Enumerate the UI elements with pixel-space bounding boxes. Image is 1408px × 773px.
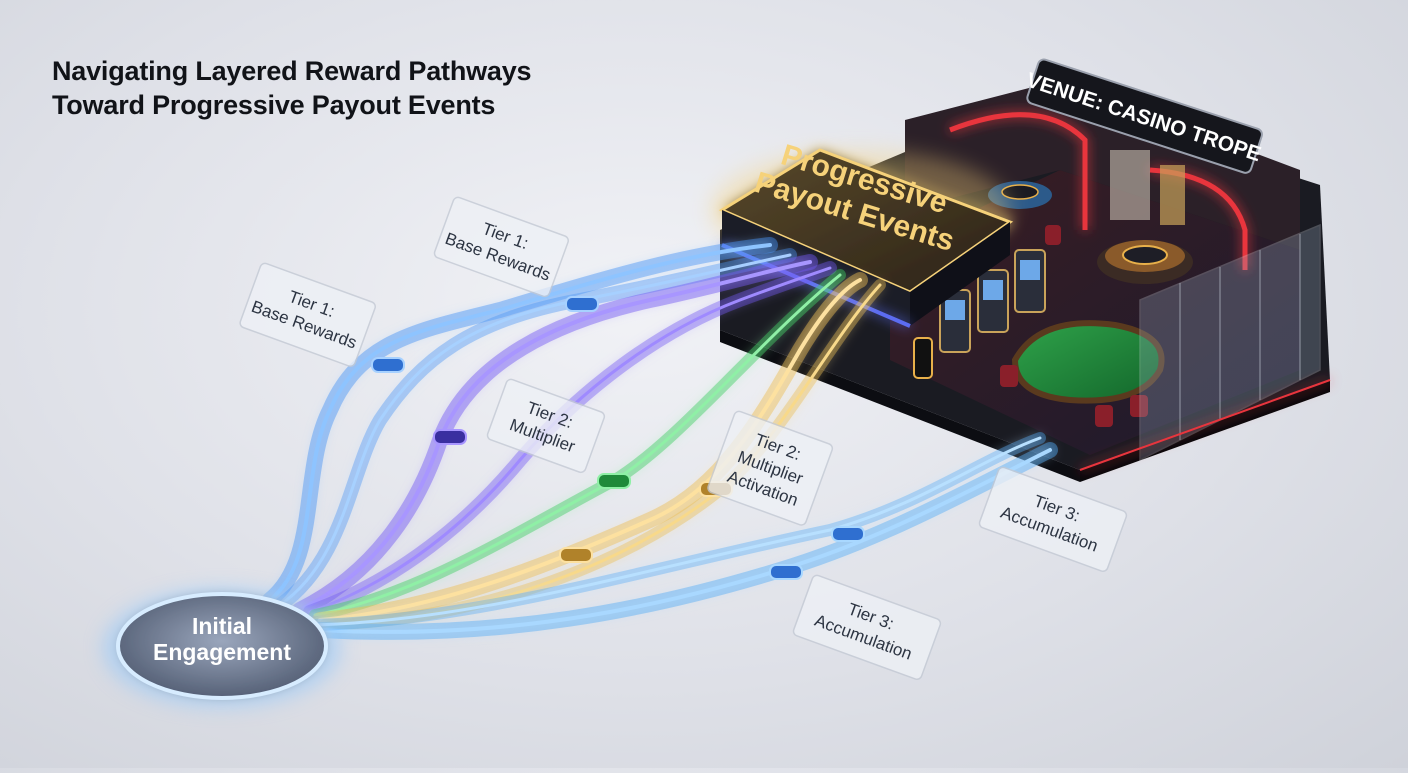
progressive-payout-platform: Progressive Payout Events (710, 139, 1014, 328)
page-title: Navigating Layered Reward Pathways Towar… (52, 54, 532, 122)
page-title-line2: Toward Progressive Payout Events (52, 90, 496, 120)
start-node-line2: Engagement (153, 639, 291, 665)
label-tier3-right: Tier 3: Accumulation (978, 466, 1128, 572)
label-tier2-right: Tier 2: Multiplier Activation (707, 410, 834, 526)
path-node (769, 564, 803, 580)
path-node (597, 473, 631, 489)
initial-engagement-node: Initial Engagement (104, 590, 340, 706)
label-tier3-left: Tier 3: Accumulation (792, 574, 942, 680)
start-node-line1: Initial (192, 613, 252, 639)
path-node (559, 547, 593, 563)
path-node (371, 357, 405, 373)
label-tier1-left: Tier 1: Base Rewards (239, 262, 376, 367)
path-node (565, 296, 599, 312)
pathways (262, 237, 1058, 640)
label-tier1-right: Tier 1: Base Rewards (433, 196, 569, 298)
label-tier2-left: Tier 2: Multiplier (486, 378, 606, 474)
slot-machines (913, 249, 1046, 379)
page-title-line1: Navigating Layered Reward Pathways (52, 56, 532, 86)
path-node (433, 429, 467, 445)
path-node (831, 526, 865, 542)
